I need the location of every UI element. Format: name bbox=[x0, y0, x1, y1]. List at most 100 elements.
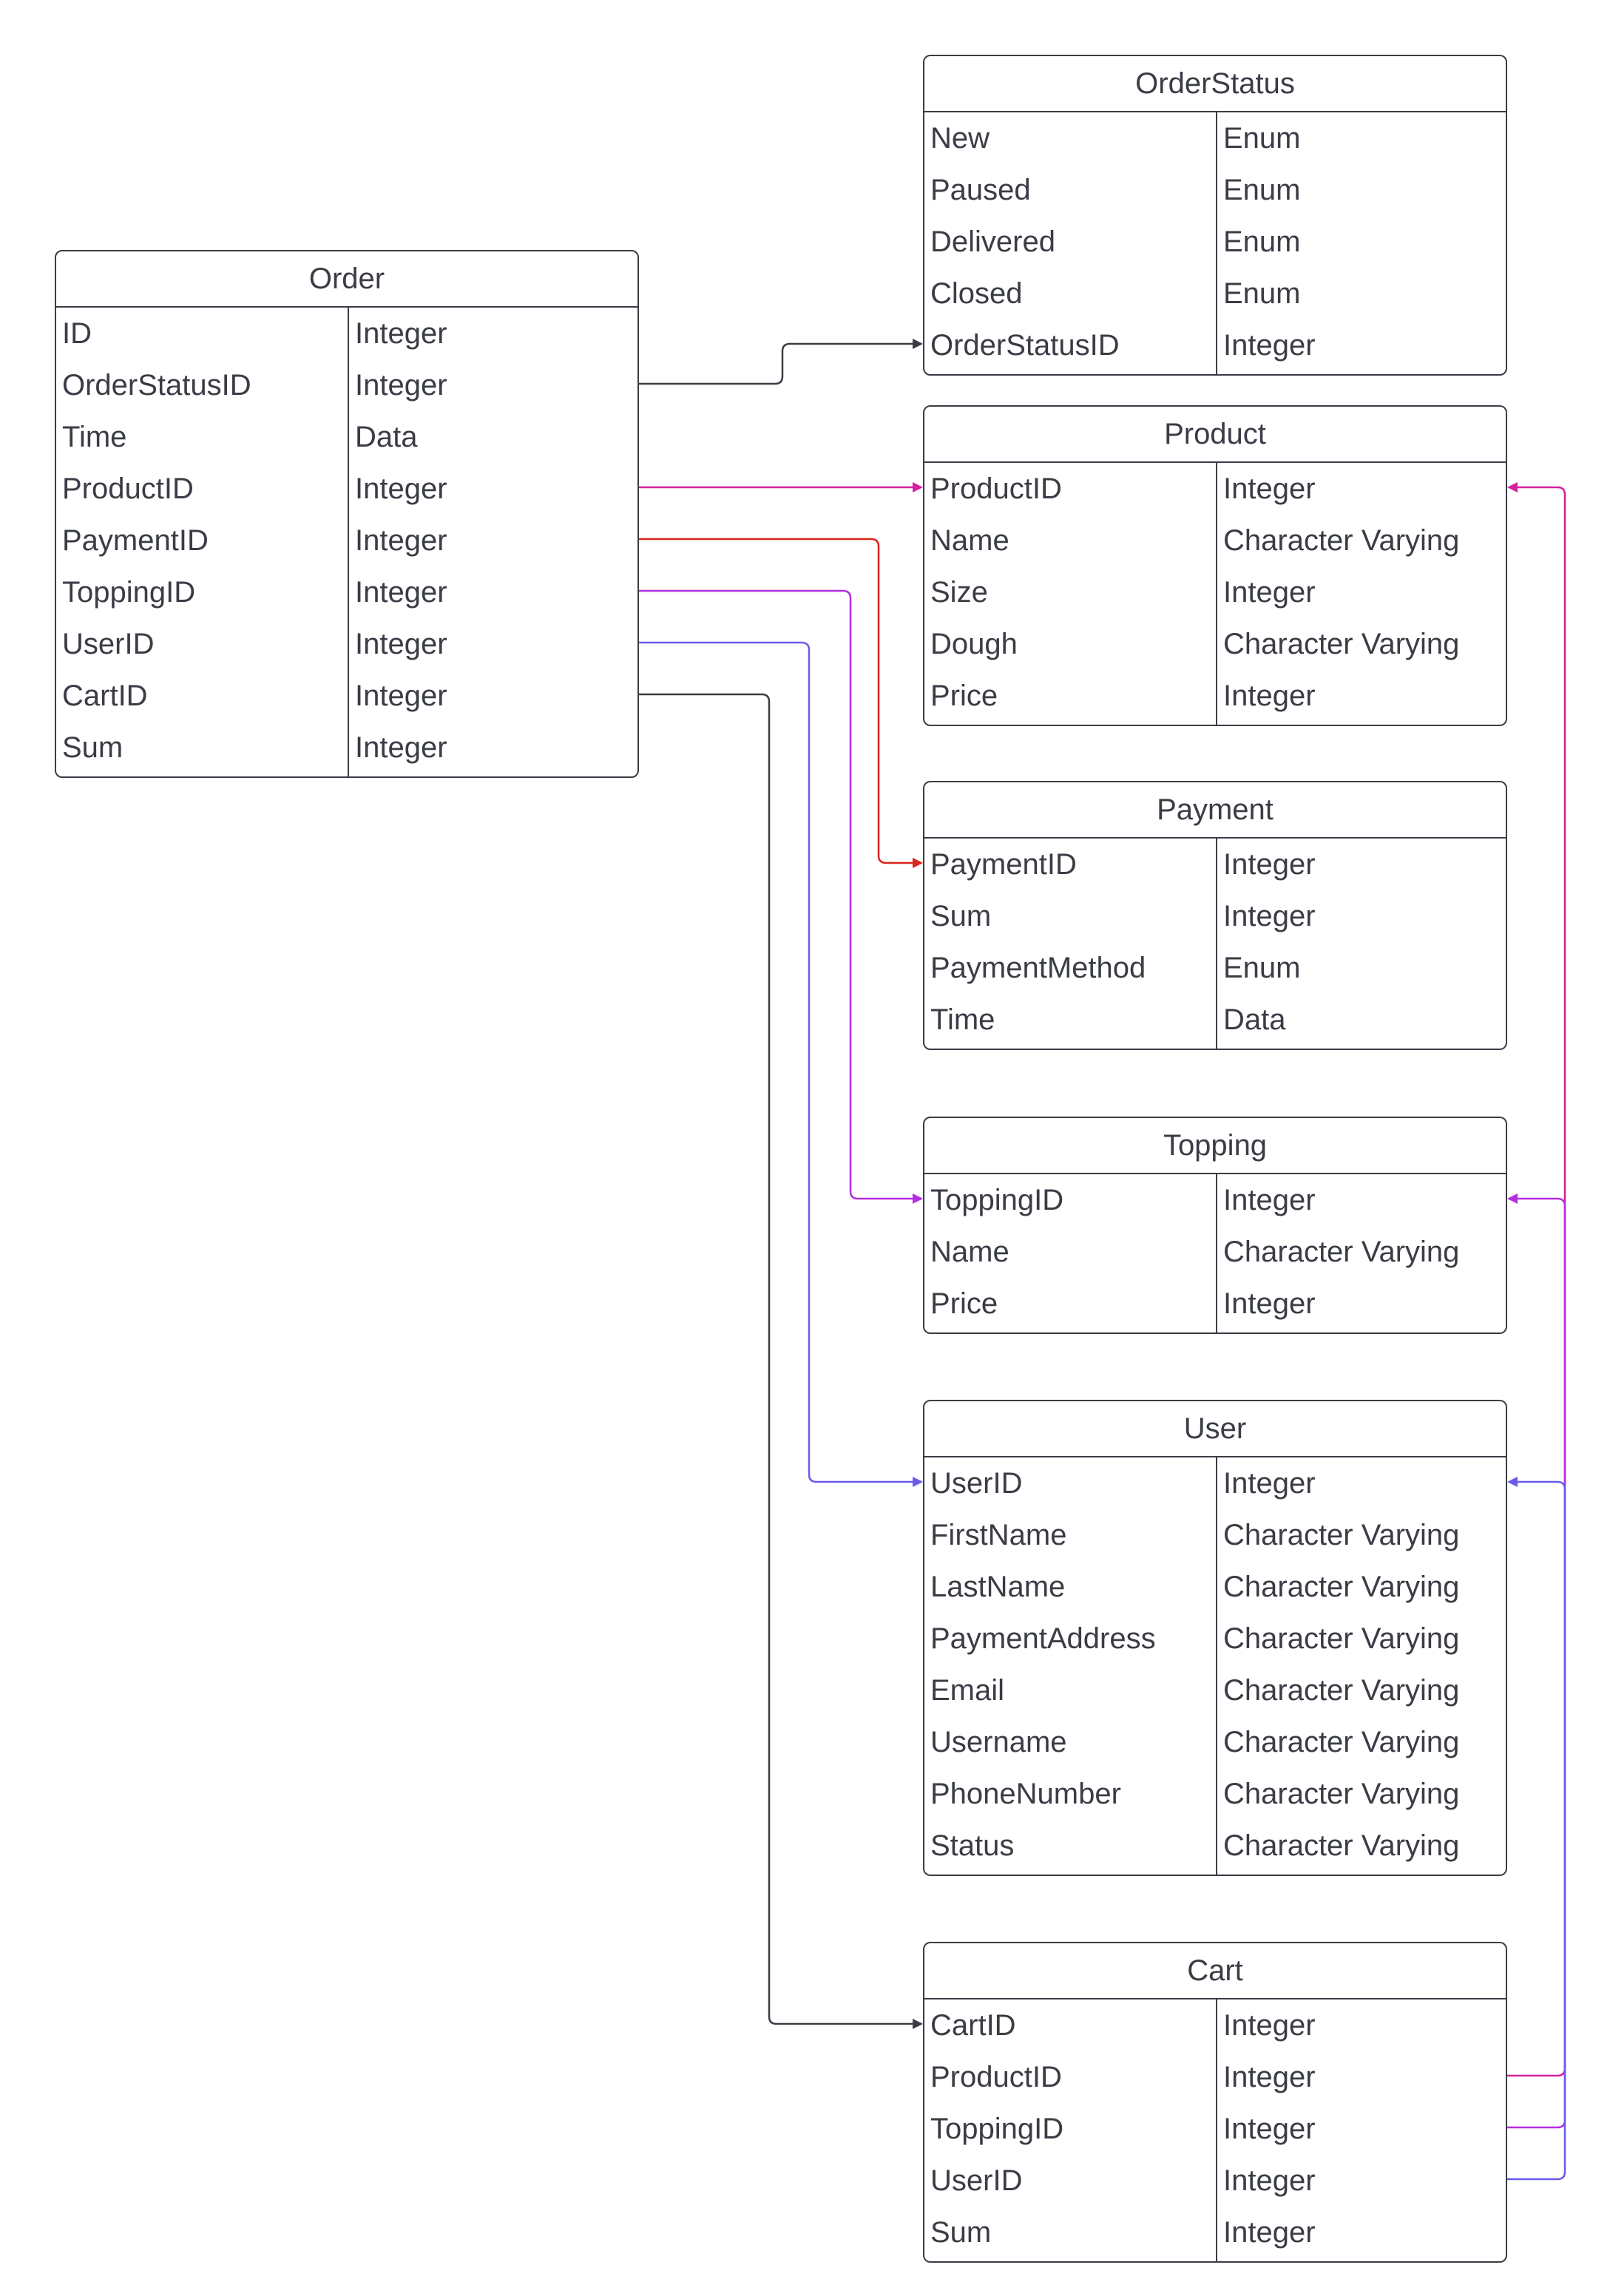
relation-connector bbox=[1507, 1193, 1566, 2129]
field-type: Enum bbox=[1223, 951, 1301, 984]
field-type: Data bbox=[355, 420, 418, 453]
field-name: PaymentID bbox=[930, 847, 1077, 881]
field-name: ID bbox=[62, 316, 92, 350]
relation-connector bbox=[1507, 1477, 1566, 2181]
field-row[interactable]: ToppingID Integer bbox=[924, 2103, 1506, 2155]
field-type: Character Varying bbox=[1223, 1725, 1460, 1758]
field-type: Integer bbox=[1223, 2008, 1316, 2042]
field-name: Sum bbox=[930, 899, 992, 932]
field-type: Enum bbox=[1223, 173, 1301, 206]
relation-connector bbox=[639, 339, 923, 385]
field-type: Integer bbox=[1223, 2164, 1316, 2197]
field-name: ProductID bbox=[930, 472, 1062, 505]
field-type: Enum bbox=[1223, 277, 1301, 310]
field-name: Sum bbox=[62, 731, 124, 764]
field-name: ToppingID bbox=[62, 575, 196, 609]
field-type: Character Varying bbox=[1223, 1777, 1460, 1810]
field-row[interactable]: PhoneNumber Character Varying bbox=[924, 1768, 1506, 1820]
field-type: Integer bbox=[355, 679, 447, 712]
field-row[interactable]: CartID Integer bbox=[924, 1999, 1506, 2051]
entity-title: Topping bbox=[924, 1118, 1506, 1174]
field-type: Integer bbox=[1223, 2112, 1316, 2145]
field-name: CartID bbox=[930, 2008, 1016, 2042]
field-row[interactable]: Time Data bbox=[924, 994, 1506, 1046]
field-type: Character Varying bbox=[1223, 524, 1460, 557]
field-row[interactable]: Time Data bbox=[56, 411, 637, 463]
field-name: UserID bbox=[930, 1466, 1023, 1500]
field-type: Integer bbox=[355, 524, 447, 557]
field-name: Time bbox=[62, 420, 127, 453]
field-row[interactable]: UserID Integer bbox=[924, 1457, 1506, 1509]
field-name: ToppingID bbox=[930, 1183, 1064, 1216]
field-row[interactable]: ToppingID Integer bbox=[56, 566, 637, 618]
field-name: OrderStatusID bbox=[62, 368, 251, 402]
field-type: Integer bbox=[355, 316, 447, 350]
field-type: Integer bbox=[1223, 1466, 1316, 1500]
field-type: Integer bbox=[1223, 1183, 1316, 1216]
field-type: Character Varying bbox=[1223, 1518, 1460, 1551]
field-type: Integer bbox=[355, 627, 447, 660]
entity-title: Cart bbox=[924, 1943, 1506, 1999]
field-name: ToppingID bbox=[930, 2112, 1064, 2145]
field-type: Data bbox=[1223, 1003, 1286, 1036]
field-type: Integer bbox=[355, 575, 447, 609]
field-row[interactable]: ID Integer bbox=[56, 308, 637, 359]
field-name: Username bbox=[930, 1725, 1067, 1758]
field-name: PhoneNumber bbox=[930, 1777, 1121, 1810]
entity-title: Payment bbox=[924, 782, 1506, 839]
field-row[interactable]: ToppingID Integer bbox=[924, 1174, 1506, 1226]
field-name: Price bbox=[930, 679, 998, 712]
field-name: Time bbox=[930, 1003, 995, 1036]
field-type: Integer bbox=[1223, 2060, 1316, 2093]
field-row[interactable]: FirstName Character Varying bbox=[924, 1509, 1506, 1561]
relation-connector bbox=[639, 538, 923, 868]
field-name: Status bbox=[930, 1829, 1015, 1862]
field-row[interactable]: Username Character Varying bbox=[924, 1716, 1506, 1768]
field-name: FirstName bbox=[930, 1518, 1067, 1551]
field-name: Sum bbox=[930, 2215, 992, 2249]
field-type: Integer bbox=[1223, 1287, 1316, 1320]
relation-connector bbox=[639, 641, 923, 1487]
field-name: Name bbox=[930, 1235, 1009, 1268]
field-type: Integer bbox=[1223, 328, 1316, 362]
field-type: Character Varying bbox=[1223, 627, 1460, 660]
